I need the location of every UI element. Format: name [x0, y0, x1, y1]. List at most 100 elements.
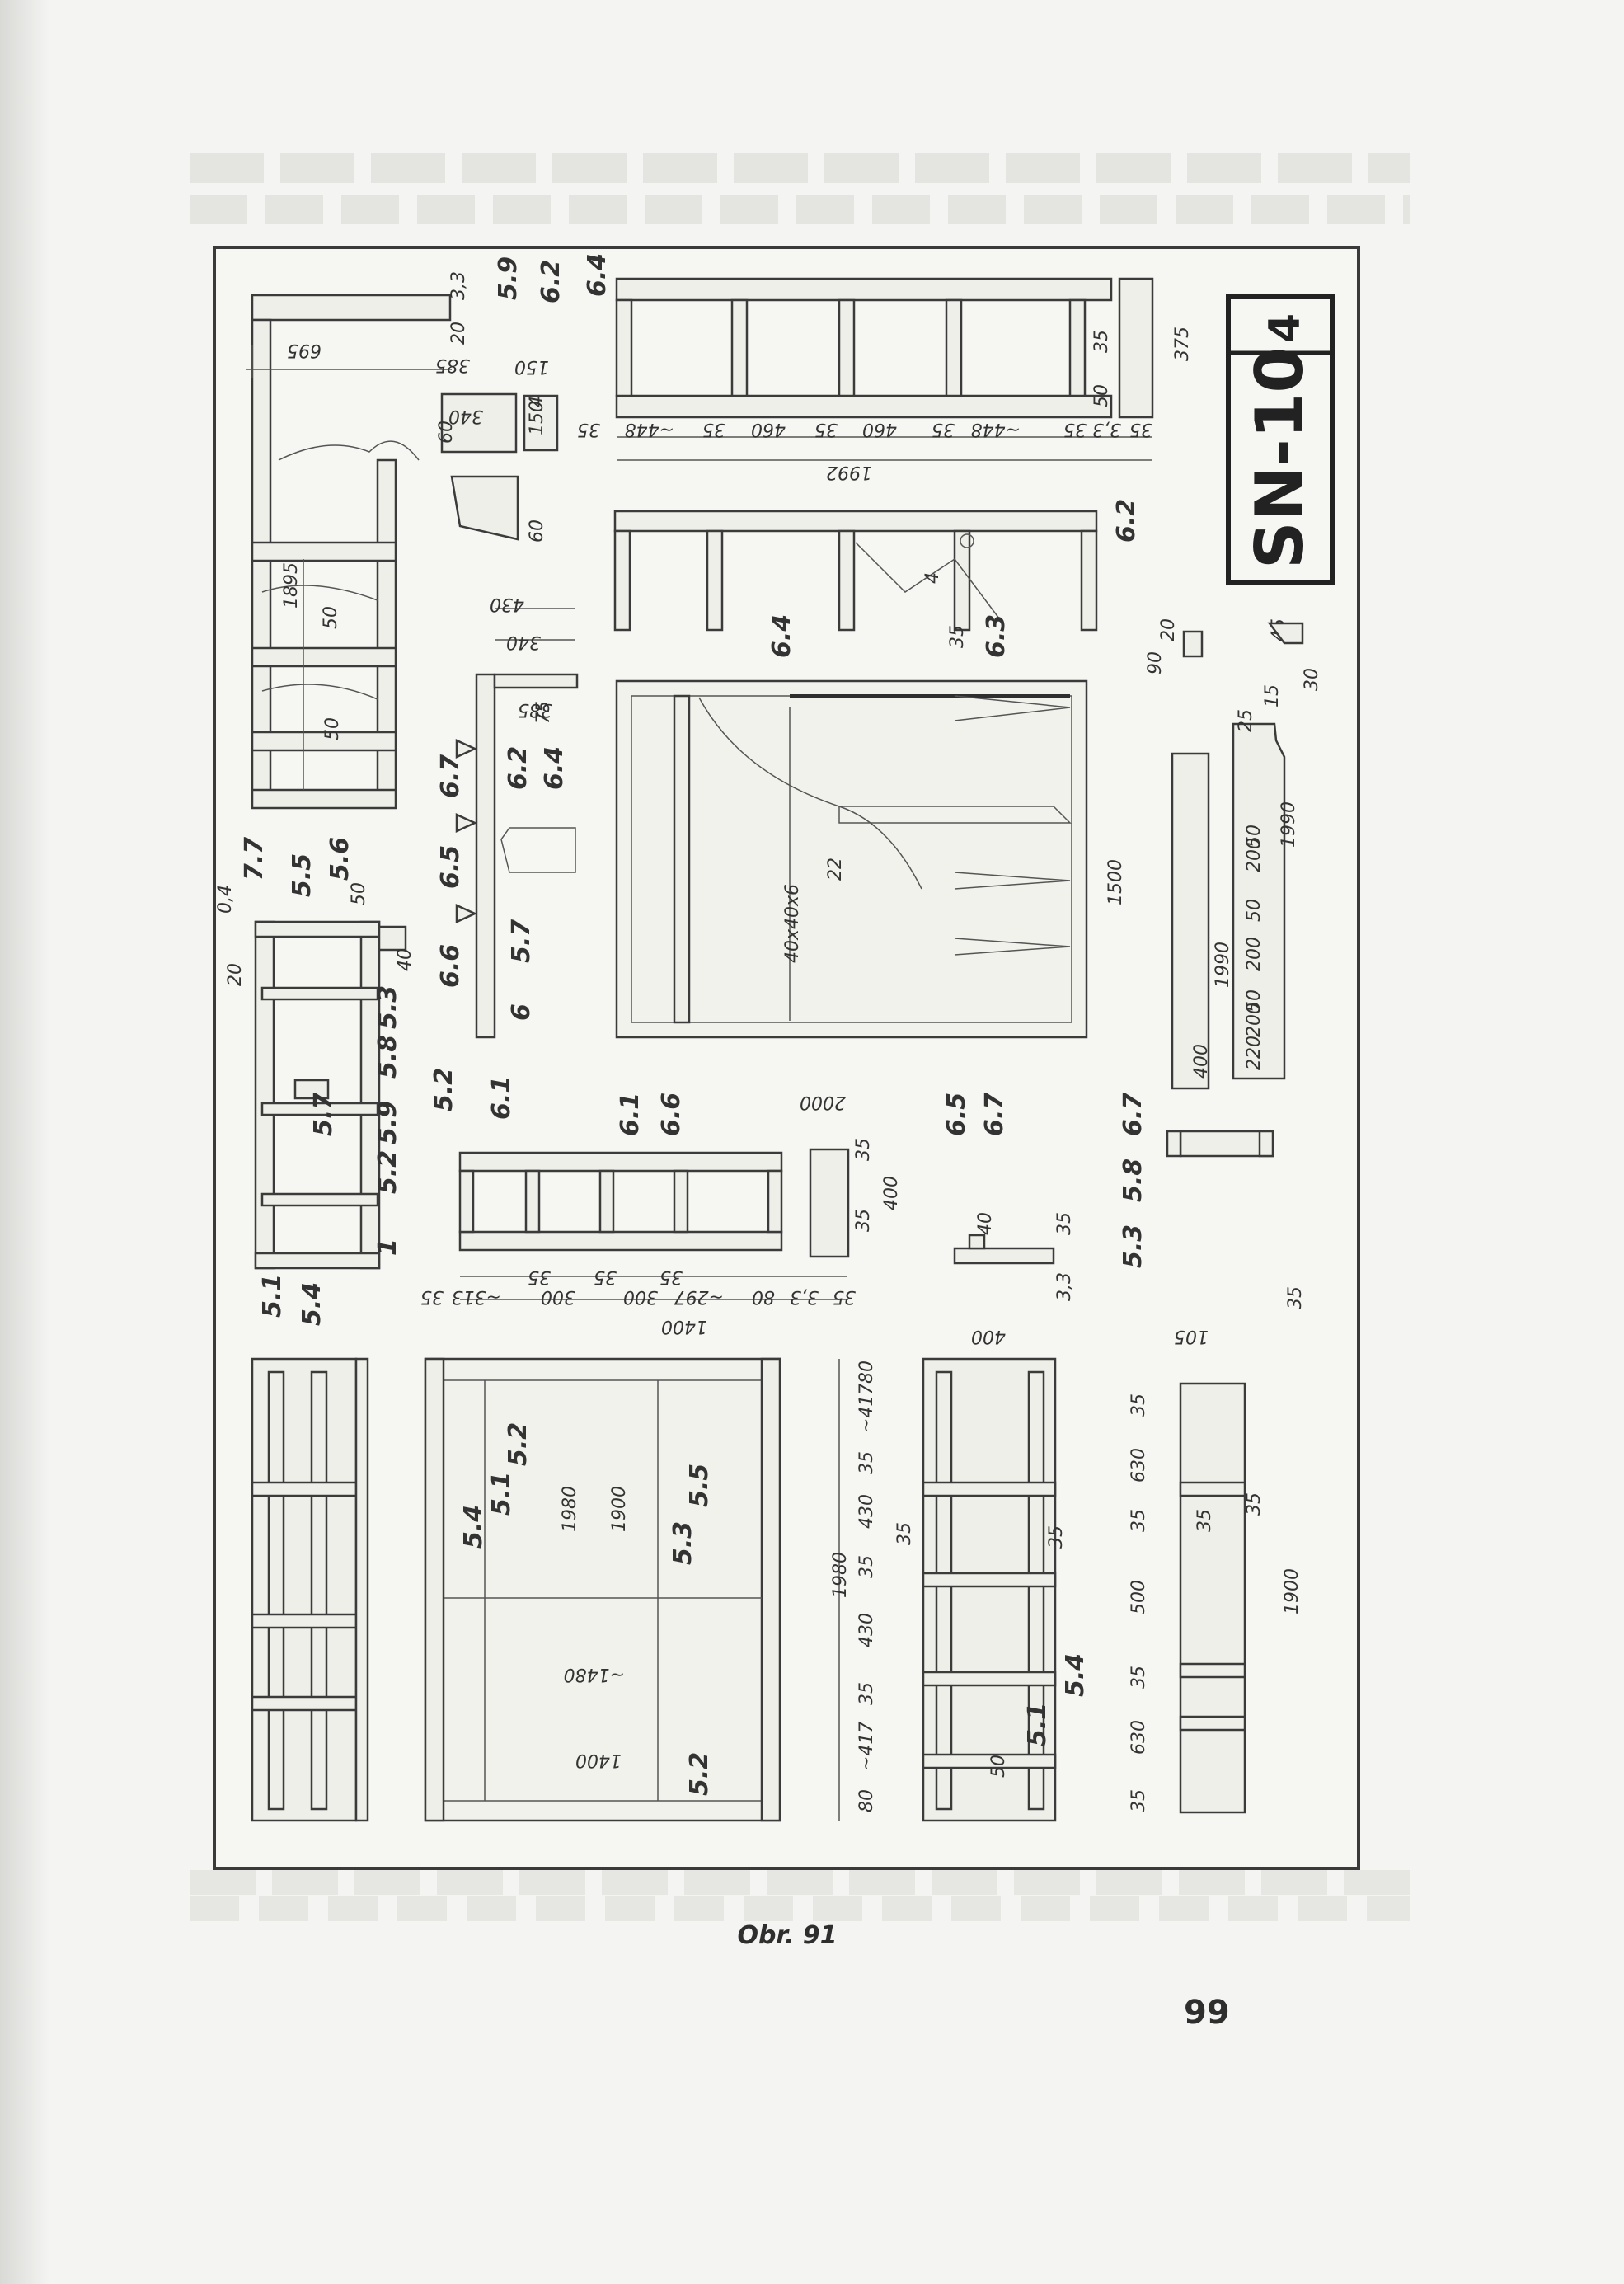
- svg-text:460: 460: [751, 419, 786, 439]
- svg-text:5.2: 5.2: [504, 1422, 533, 1466]
- svg-text:1990: 1990: [1279, 801, 1299, 848]
- svg-text:5.2: 5.2: [685, 1752, 714, 1796]
- svg-text:75: 75: [533, 701, 554, 724]
- svg-text:6.5: 6.5: [436, 845, 465, 889]
- center-plan-view: 40x40x6 2000 1500 22 6.1 6.6 6.5 6.7: [615, 679, 1126, 1136]
- svg-text:6.7: 6.7: [980, 1093, 1009, 1136]
- svg-text:385: 385: [435, 355, 470, 375]
- svg-text:6.1: 6.1: [616, 1093, 645, 1136]
- svg-text:2000: 2000: [800, 1092, 846, 1112]
- svg-text:5.8: 5.8: [373, 1035, 402, 1079]
- svg-text:375: 375: [1172, 327, 1193, 361]
- svg-text:25: 25: [1236, 709, 1256, 732]
- svg-text:300: 300: [541, 1286, 575, 1307]
- svg-text:1400: 1400: [575, 1750, 622, 1770]
- svg-text:5.5: 5.5: [685, 1464, 714, 1507]
- svg-text:630: 630: [1129, 1448, 1149, 1483]
- figure-caption-text: Obr. 91: [737, 1921, 838, 1950]
- svg-text:30: 30: [1302, 668, 1322, 691]
- bottom-right-center-elevation: 80 ~417 35 430 35 430 35 ~417 80 1980 40…: [830, 1212, 1090, 1822]
- svg-text:385: 385: [518, 699, 552, 720]
- svg-text:35: 35: [833, 1286, 856, 1307]
- svg-text:6.2: 6.2: [537, 260, 566, 303]
- svg-text:200: 200: [1244, 1003, 1265, 1037]
- svg-text:5.4: 5.4: [1061, 1653, 1090, 1697]
- svg-text:430: 430: [857, 1613, 877, 1647]
- svg-text:50: 50: [321, 606, 341, 629]
- front-elevation-second: 6.4 6.3 6.2 35 4: [613, 499, 1141, 658]
- svg-text:1990: 1990: [1213, 942, 1233, 988]
- svg-text:5.1: 5.1: [487, 1472, 516, 1516]
- svg-text:5.9: 5.9: [373, 1101, 402, 1144]
- svg-text:22: 22: [825, 858, 846, 881]
- svg-text:430: 430: [857, 1494, 877, 1529]
- svg-text:150: 150: [527, 401, 547, 435]
- svg-text:220: 220: [1244, 1036, 1265, 1070]
- svg-text:20: 20: [1158, 618, 1179, 641]
- svg-text:6.4: 6.4: [767, 614, 796, 658]
- svg-text:6.6: 6.6: [657, 1093, 686, 1136]
- svg-text:40: 40: [395, 948, 415, 971]
- svg-text:50: 50: [1091, 384, 1112, 407]
- svg-text:6.4: 6.4: [583, 253, 612, 297]
- svg-text:3,3: 3,3: [1092, 419, 1121, 439]
- svg-text:35: 35: [857, 1451, 877, 1474]
- svg-text:430: 430: [490, 594, 524, 614]
- svg-text:35: 35: [947, 625, 968, 648]
- svg-text:35: 35: [814, 419, 838, 439]
- svg-text:35: 35: [1244, 1492, 1265, 1516]
- svg-text:5.3: 5.3: [1119, 1224, 1148, 1268]
- title-block-sheet: 4: [1260, 313, 1310, 343]
- svg-text:5.5: 5.5: [288, 853, 317, 897]
- svg-text:400: 400: [1191, 1044, 1212, 1079]
- svg-text:35: 35: [420, 1286, 444, 1307]
- svg-text:15: 15: [1262, 684, 1283, 707]
- svg-text:35: 35: [702, 419, 725, 439]
- svg-text:80: 80: [857, 1361, 877, 1384]
- svg-text:~448: ~448: [625, 419, 674, 439]
- svg-text:105: 105: [1174, 1326, 1209, 1346]
- svg-text:35: 35: [1129, 1509, 1149, 1532]
- svg-text:5.3: 5.3: [373, 985, 402, 1029]
- svg-text:35: 35: [894, 1522, 915, 1545]
- svg-text:6.2: 6.2: [1112, 499, 1141, 543]
- svg-text:5.9: 5.9: [494, 256, 523, 300]
- svg-text:500: 500: [1129, 1580, 1149, 1614]
- svg-text:6.5: 6.5: [942, 1093, 971, 1136]
- svg-text:340: 340: [506, 632, 541, 652]
- technical-drawing: SN-10 4 695 1895 50 50 20 3,3 5.9 6.2 6.…: [215, 253, 1335, 1822]
- svg-text:630: 630: [1129, 1720, 1149, 1755]
- svg-text:5.2: 5.2: [373, 1150, 402, 1194]
- svg-text:50: 50: [322, 717, 343, 740]
- bottom-left-elevation: [251, 1357, 369, 1822]
- svg-text:~1480: ~1480: [564, 1664, 625, 1685]
- svg-text:400: 400: [971, 1326, 1006, 1346]
- svg-text:3,3: 3,3: [790, 1286, 819, 1307]
- svg-text:35: 35: [659, 1267, 683, 1287]
- svg-text:35: 35: [1129, 1393, 1149, 1417]
- svg-text:40x40x6: 40x40x6: [782, 884, 803, 963]
- svg-text:3,3: 3,3: [448, 271, 469, 300]
- left-section-view: 20 50 40 0,4 7.7 5.5 5.6 5.3 5.8 5.9 5.2…: [215, 837, 458, 1326]
- svg-text:90: 90: [1145, 651, 1166, 674]
- page-gutter-shadow: [0, 0, 49, 2284]
- svg-text:35: 35: [932, 419, 955, 439]
- svg-text:35: 35: [1129, 1789, 1149, 1812]
- svg-text:~448: ~448: [971, 419, 1021, 439]
- svg-text:6.3: 6.3: [982, 614, 1011, 658]
- svg-text:1980: 1980: [830, 1552, 851, 1598]
- svg-text:50: 50: [349, 882, 369, 905]
- bottom-center-elevation: 1980 1900 ~1480 1400 5.4 5.1 5.2 5.3 5.5…: [424, 1357, 781, 1822]
- drawer-section: 430 340 385 75 6.7 6.5 6.6 6.2 6.4 5.7 6…: [436, 594, 579, 1120]
- svg-text:35: 35: [1046, 1525, 1067, 1549]
- svg-text:5.4: 5.4: [459, 1505, 488, 1549]
- svg-text:1500: 1500: [1105, 859, 1126, 905]
- svg-text:4: 4: [527, 396, 547, 407]
- figure-caption: Obr. 91: [0, 1921, 1624, 1950]
- svg-text:400: 400: [881, 1176, 902, 1210]
- svg-text:150: 150: [514, 356, 549, 377]
- svg-text:35: 35: [577, 419, 600, 439]
- svg-text:6: 6: [507, 1003, 536, 1021]
- svg-text:5.4: 5.4: [298, 1282, 326, 1326]
- svg-text:5.7: 5.7: [309, 1093, 338, 1136]
